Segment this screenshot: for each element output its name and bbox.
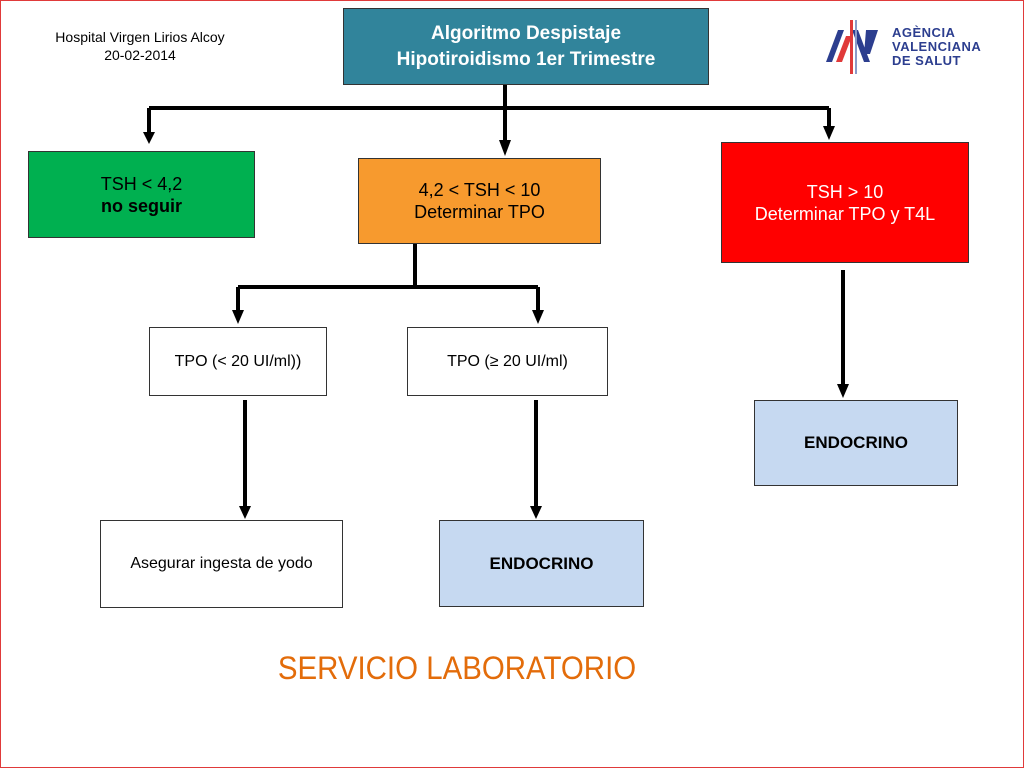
arrowhead-orange (499, 140, 511, 156)
logo-line-2: VALENCIANA (892, 39, 982, 54)
agencia-valenciana-logo: AGÈNCIA VALENCIANA DE SALUT (822, 18, 1012, 78)
logo-line-1: AGÈNCIA (892, 25, 956, 40)
iodine-intake-label: Asegurar ingesta de yodo (130, 555, 313, 572)
logo-line-3: DE SALUT (892, 53, 961, 68)
arrowhead-tpo-high (532, 310, 544, 324)
tsh-high-condition: TSH > 10 (806, 181, 884, 202)
arrowhead-tpo-low (232, 310, 244, 324)
header-info: Hospital Virgen Lirios Alcoy 20-02-2014 (30, 28, 250, 64)
tpo-high-label: TPO (≥ 20 UI/ml) (447, 352, 568, 370)
tsh-mid-box: 4,2 < TSH < 10 Determinar TPO (358, 158, 601, 244)
arrowhead-yodo (239, 506, 251, 519)
arrowhead-green (143, 132, 155, 144)
tsh-low-box: TSH < 4,2 no seguir (28, 151, 255, 238)
tsh-low-action: no seguir (100, 195, 182, 216)
title-line-2: Hipotiroidismo 1er Trimestre (396, 48, 656, 70)
tpo-low-label: TPO (< 20 UI/ml)) (174, 352, 302, 370)
tsh-mid-condition: 4,2 < TSH < 10 (418, 180, 541, 200)
logo-text: AGÈNCIA VALENCIANA DE SALUT (892, 26, 981, 68)
title-line-1: Algoritmo Despistaje (430, 22, 622, 44)
endocrino-right-box: ENDOCRINO (754, 400, 958, 486)
arrowhead-endo-right (837, 384, 849, 398)
tsh-mid-action: Determinar TPO (414, 202, 545, 222)
hospital-name: Hospital Virgen Lirios Alcoy (55, 29, 225, 45)
tsh-high-action: Determinar TPO y T4L (754, 203, 936, 224)
iodine-intake-box: Asegurar ingesta de yodo (100, 520, 343, 608)
tsh-low-condition: TSH < 4,2 (100, 173, 183, 194)
header-date: 20-02-2014 (104, 47, 176, 63)
endocrino-right-label: ENDOCRINO (804, 433, 908, 452)
endocrino-mid-label: ENDOCRINO (489, 553, 594, 573)
tsh-high-box: TSH > 10 Determinar TPO y T4L (721, 142, 969, 263)
endocrino-mid-box: ENDOCRINO (439, 520, 644, 607)
algorithm-title-box: Algoritmo Despistaje Hipotiroidismo 1er … (343, 8, 709, 85)
arrowhead-red (823, 126, 835, 140)
footer-title: SERVICIO LABORATORIO (277, 650, 637, 686)
arrowhead-endo-mid (530, 506, 542, 519)
tpo-high-box: TPO (≥ 20 UI/ml) (407, 327, 608, 396)
tpo-low-box: TPO (< 20 UI/ml)) (149, 327, 327, 396)
logo-mark-icon (826, 20, 878, 74)
